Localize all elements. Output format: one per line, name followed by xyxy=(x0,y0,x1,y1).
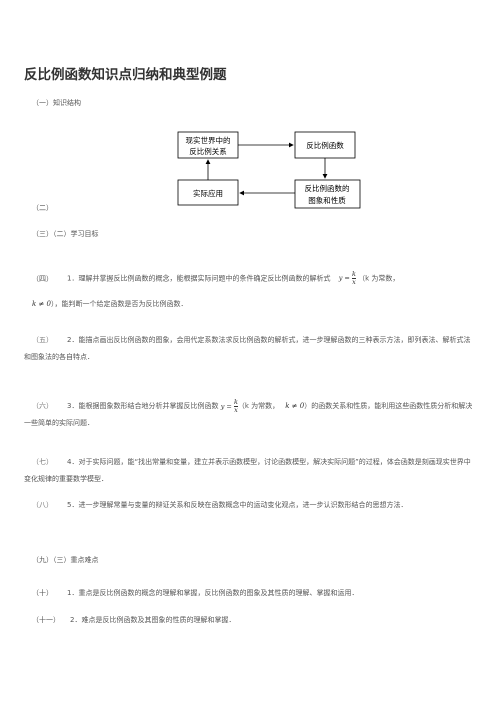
item-11: （十一）2．难点是反比例函数及其图象的性质的理解和掌握． xyxy=(32,616,236,624)
k-not-zero: k ≠ 0 xyxy=(32,300,52,308)
item-4-text: 1．理解并掌握反比例函数的概念，能根据实际问题中的条件确定反比例函数的解析式 xyxy=(67,274,331,283)
section-learning-goals: （三）（二）学习目标 xyxy=(32,230,99,238)
box-graph-properties: 反比例函数的 图象和性质 xyxy=(294,179,361,209)
svg-text:实际应用: 实际应用 xyxy=(193,188,223,198)
svg-text:反比例关系: 反比例关系 xyxy=(189,146,227,156)
box-practical-application: 实际应用 xyxy=(177,179,239,206)
page-title: 反比例函数知识点归纳和典型例题 xyxy=(24,67,227,83)
svg-text:反比例函数: 反比例函数 xyxy=(306,140,344,150)
box-real-world-relation: 现实世界中的 反比例关系 xyxy=(177,131,239,159)
section-knowledge-structure: （一）知识结构 xyxy=(32,99,81,107)
svg-text:现实世界中的: 现实世界中的 xyxy=(186,135,231,145)
item-10: （十）1．重点是反比例函数的概念的理解和掌握，反比例函数的图象及其性质的理解、掌… xyxy=(32,589,359,597)
section-2: （二） xyxy=(32,204,53,212)
item-7: （七）4．对于实际问题，能“找出常量和变量，建立并表示函数模型，讨论函数模型，解… xyxy=(24,458,471,483)
box-inverse-function: 反比例函数 xyxy=(294,131,356,159)
svg-text:图象和性质: 图象和性质 xyxy=(308,195,346,205)
item-4-line1: （四） 1．理解并掌握反比例函数的概念，能根据实际问题中的条件确定反比例函数的解析… xyxy=(32,271,399,286)
item-4-const: （k 为常数， xyxy=(358,274,400,283)
item-8: （八）5．进一步理解常量与变量的辩证关系和反映在函数概念中的运动变化观点，进一步… xyxy=(32,501,408,509)
section-key-points: （九）（三）重点难点 xyxy=(32,556,99,564)
item-4-line2: k ≠ 0），能判断一个给定函数是否为反比例函数． xyxy=(32,300,188,308)
item-5: （五）2．能描点画出反比例函数的图象，会用代定系数法求反比例函数的解析式，进一步… xyxy=(24,336,471,361)
item-4-number: （四） xyxy=(32,274,53,283)
svg-text:反比例函数的: 反比例函数的 xyxy=(305,183,350,193)
